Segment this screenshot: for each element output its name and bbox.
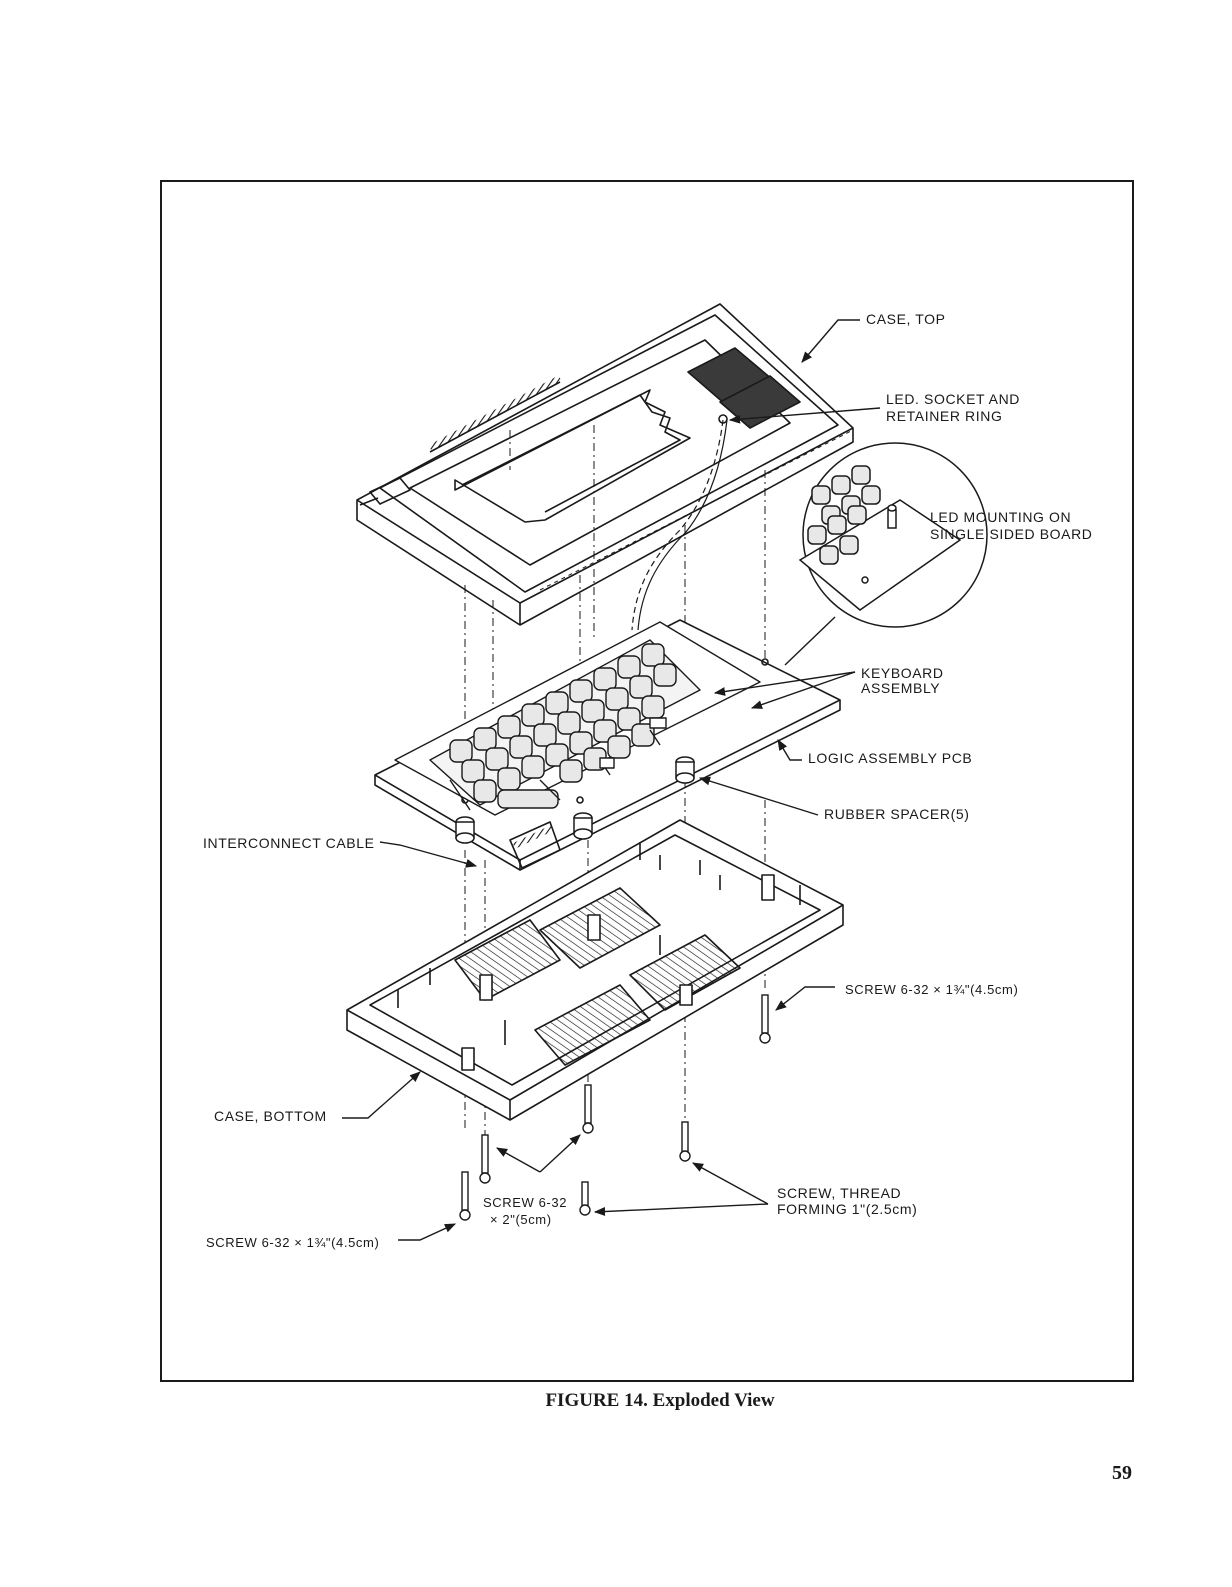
label-logic-pcb: LOGIC ASSEMBLY PCB: [808, 750, 972, 767]
case-bottom-part: [347, 820, 843, 1120]
label-case-bottom: CASE, BOTTOM: [214, 1108, 327, 1125]
label-screw-thread-line2: FORMING 1"(2.5cm): [777, 1201, 917, 1218]
label-screw-632-line1: SCREW 6-32: [483, 1194, 567, 1211]
label-keyboard-line2: ASSEMBLY: [861, 680, 940, 697]
figure-caption: FIGURE 14. Exploded View: [0, 1390, 1232, 1412]
label-screw-632-line2: × 2"(5cm): [490, 1211, 552, 1228]
label-screw-right: SCREW 6-32 × 1¾"(4.5cm): [845, 981, 1018, 998]
label-screw-left: SCREW 6-32 × 1¾"(4.5cm): [206, 1234, 379, 1251]
label-screw-thread-line1: SCREW, THREAD: [777, 1185, 901, 1202]
label-rubber-spacer: RUBBER SPACER(5): [824, 806, 969, 823]
label-led-mounting-line1: LED MOUNTING ON: [930, 509, 1071, 526]
label-led-socket-line2: RETAINER RING: [886, 408, 1002, 425]
case-top-part: [357, 304, 853, 625]
page-number: 59: [1112, 1462, 1132, 1485]
label-case-top: CASE, TOP: [866, 311, 946, 328]
label-led-socket-line1: LED. SOCKET AND: [886, 391, 1020, 408]
label-led-mounting-line2: SINGLE SIDED BOARD: [930, 526, 1093, 543]
label-interconnect-cable: INTERCONNECT CABLE: [203, 835, 375, 852]
